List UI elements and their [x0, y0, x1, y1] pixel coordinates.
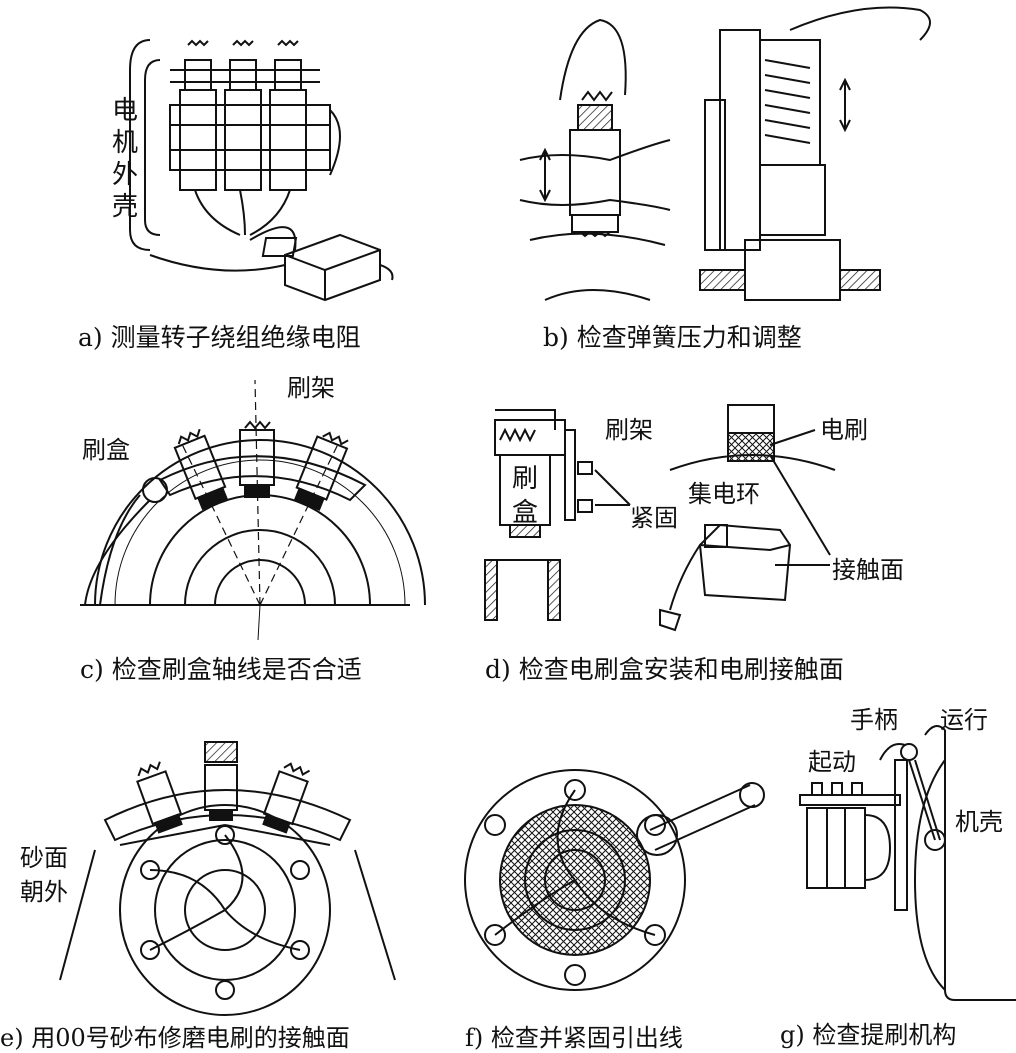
caption-b: b) 检查弹簧压力和调整	[543, 323, 802, 352]
caption-e: e) 用00号砂布修磨电刷的接触面	[0, 1024, 350, 1052]
caption-c: c) 检查刷盒轴线是否合适	[80, 655, 362, 684]
label-fasten: 紧固	[630, 504, 678, 532]
label-motor-housing: 电 机 外 壳	[110, 95, 140, 223]
label-housing-g: 机壳	[955, 808, 1003, 836]
label-brush-box: 刷盒	[82, 436, 130, 464]
panel-b-drawing	[519, 6, 931, 301]
panel-e-drawing	[59, 741, 396, 1016]
caption-d: d) 检查电刷盒安装和电刷接触面	[485, 655, 844, 684]
panel-f-drawing	[464, 769, 765, 991]
panel-g-drawing	[799, 725, 1016, 1001]
panel-c-drawing	[80, 379, 426, 641]
label-box-top: 刷	[512, 464, 539, 494]
label-brush-holder: 刷架	[287, 374, 335, 402]
label-box-bottom: 盒	[512, 498, 539, 528]
label-char: 壳	[111, 192, 138, 222]
label-collector-ring: 集电环	[688, 480, 760, 508]
caption-g: g) 检查提刷机构	[780, 1021, 957, 1049]
label-brush: 电刷	[820, 416, 868, 444]
label-handle: 手柄	[850, 706, 898, 734]
label-run: 运行	[940, 706, 988, 734]
panel-a-drawing	[129, 39, 394, 302]
caption-a: a) 测量转子绕组绝缘电阻	[78, 323, 361, 352]
label-holder: 刷架	[605, 416, 653, 444]
label-char: 外	[111, 160, 138, 190]
label-sand-face-1: 砂面	[20, 844, 68, 872]
caption-f: f) 检查并紧固引出线	[465, 1024, 683, 1052]
panel-d-drawing	[484, 404, 836, 632]
label-sand-face-2: 朝外	[20, 878, 68, 906]
label-start: 起动	[808, 748, 856, 776]
label-contact-surface: 接触面	[832, 556, 904, 584]
label-char: 机	[111, 128, 138, 158]
label-char: 电	[111, 96, 138, 126]
